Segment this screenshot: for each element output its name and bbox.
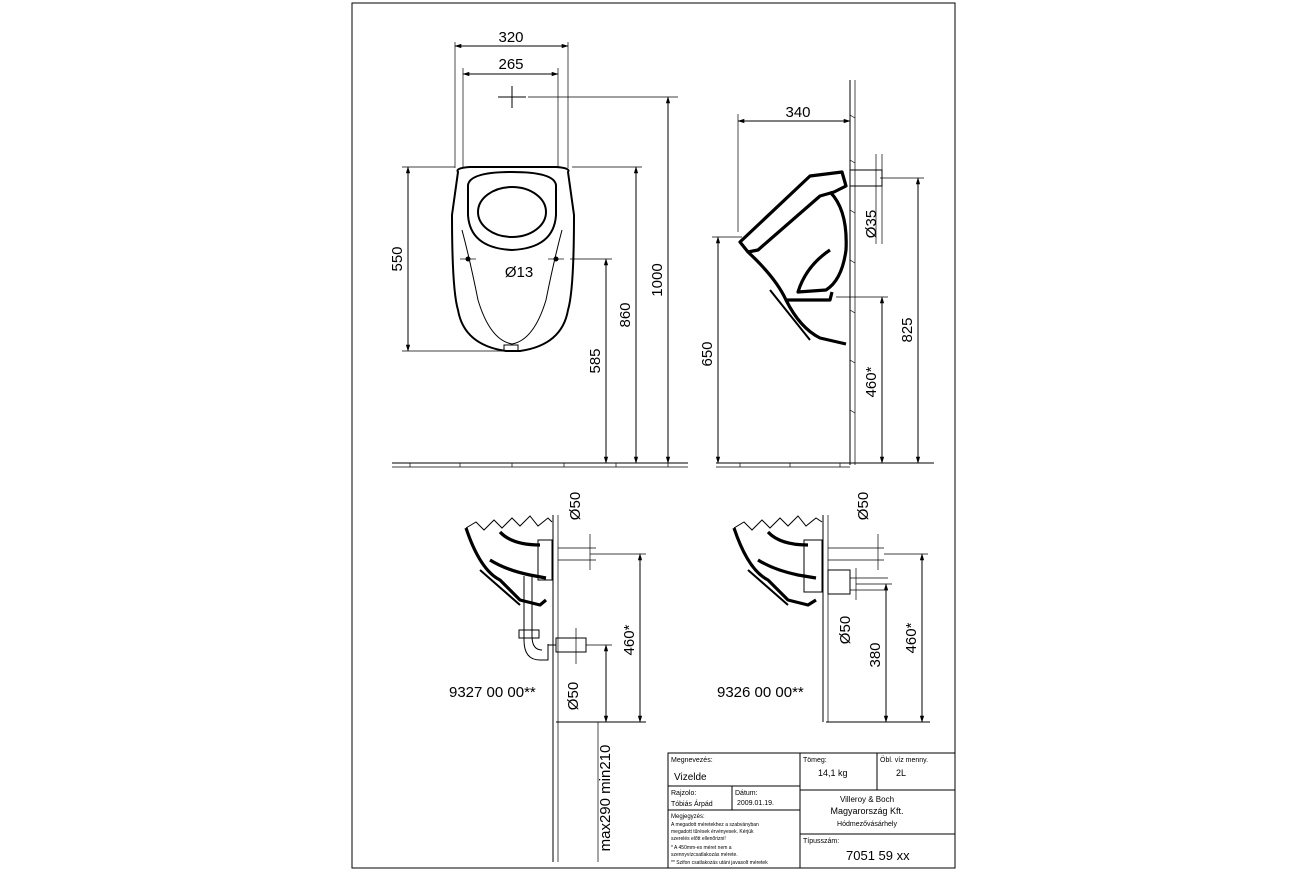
dim-d50-bottom-left: Ø50 xyxy=(565,682,582,710)
dim-585: 585 xyxy=(587,348,604,373)
dim-825: 825 xyxy=(899,317,916,342)
drawn-label: Rajzolo: xyxy=(671,790,696,797)
article-code-right: 9326 00 00** xyxy=(717,684,804,701)
mass-value: 14,1 kg xyxy=(818,768,848,778)
bottom-right-siphon-view: Ø50 Ø50 380 460* 9326 00 00** xyxy=(717,492,930,723)
dim-860: 860 xyxy=(617,302,634,327)
side-view: 340 Ø35 825 460* 650 xyxy=(699,80,934,468)
note-line-4: * A 450mm-es méret nem a xyxy=(671,845,732,851)
note-line-6: ** Szifon csatlakozás utáni javasolt mér… xyxy=(671,860,768,866)
name-value: Vizelde xyxy=(674,772,707,783)
note-line-3: szerelés előtt ellenőrizni! xyxy=(671,836,726,842)
urinal-front-outline xyxy=(450,166,576,352)
flush-label: Öbl. víz menny. xyxy=(880,756,928,764)
company-line3: Hódmezővásárhely xyxy=(837,821,897,828)
dim-320: 320 xyxy=(498,29,523,46)
siphon-trap xyxy=(523,576,549,661)
type-label: Típusszám: xyxy=(803,838,839,845)
dim-460-left: 460* xyxy=(621,624,638,655)
siphon-body xyxy=(537,539,553,581)
dim-inlet-diameter: Ø35 xyxy=(863,210,880,238)
flush-value: 2L xyxy=(896,768,906,778)
dim-340: 340 xyxy=(785,104,810,121)
title-block: Megnevezés: Vizelde Tömeg: 14,1 kg Öbl. … xyxy=(667,752,956,869)
sheet-border xyxy=(351,2,956,869)
company-line2: Magyarország Kft. xyxy=(830,806,903,816)
note-line-1: A megadott méretekhez a szabványban xyxy=(671,822,759,828)
mass-label: Tömeg: xyxy=(803,757,827,764)
front-view: 320 265 Ø13 550 585 860 1000 xyxy=(389,29,688,468)
dim-650: 650 xyxy=(699,341,716,366)
company-line1: Villeroy & Boch xyxy=(840,795,894,804)
dim-460-right: 460* xyxy=(903,622,920,653)
note-line-5: szennyvízcsatlakozás mérete. xyxy=(671,852,738,858)
dim-d50-top-left: Ø50 xyxy=(567,492,584,520)
urinal-side-profile xyxy=(738,170,848,254)
note-line-2: megadott tűrések érvényesek. Kérjük xyxy=(671,829,754,835)
article-code-left: 9327 00 00** xyxy=(449,684,536,701)
dim-380: 380 xyxy=(867,642,884,667)
bowl-opening xyxy=(477,186,547,238)
dim-d50-top-right: Ø50 xyxy=(855,492,872,520)
siphon-body-right xyxy=(803,539,823,593)
dim-d50-mid-right: Ø50 xyxy=(837,616,854,644)
dim-1000: 1000 xyxy=(649,263,666,296)
dim-550: 550 xyxy=(389,246,406,271)
type-value: 7051 59 xx xyxy=(846,848,910,863)
drawn-value: Tóbiás Árpád xyxy=(671,799,713,808)
date-label: Dátum: xyxy=(735,790,758,797)
dim-range: max290 min210 xyxy=(597,745,614,852)
date-value: 2009.01.19. xyxy=(737,800,774,807)
dim-hole-diameter: Ø13 xyxy=(505,264,533,281)
bottom-left-siphon-view: Ø50 460* Ø50 max290 min210 9327 00 00** xyxy=(449,492,646,862)
dim-460-side: 460* xyxy=(863,366,880,397)
notes-label: Megjegyzés: xyxy=(671,814,705,820)
dim-265: 265 xyxy=(498,56,523,73)
name-label: Megnevezés: xyxy=(671,757,713,764)
